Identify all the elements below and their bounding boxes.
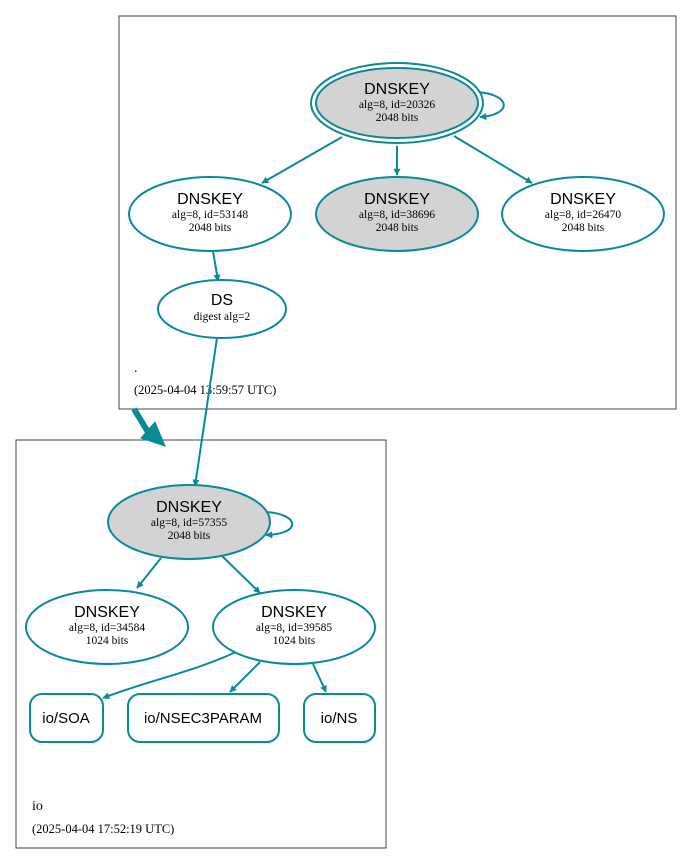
edge-root-ksk-to-53148 — [261, 136, 343, 184]
node-io-nsec3param-label: io/NSEC3PARAM — [144, 710, 262, 727]
node-io-dnskey-39585: DNSKEY alg=8, id=39585 1024 bits — [212, 589, 376, 665]
node-io-dnskey-34584-line1: alg=8, id=34584 — [69, 622, 145, 634]
node-root-ksk-line1: alg=8, id=20326 — [359, 99, 435, 111]
edge-io-ksk-self — [265, 511, 294, 539]
node-root-dnskey-38696-title: DNSKEY — [364, 191, 430, 208]
node-root-ksk-line2: 2048 bits — [376, 112, 419, 124]
node-io-soa-box — [29, 693, 104, 743]
node-root-dnskey-26470: DNSKEY alg=8, id=26470 2048 bits — [501, 176, 665, 252]
node-root-dnskey-53148-ellipse — [128, 176, 292, 252]
node-root-dnskey-26470-ellipse — [501, 176, 665, 252]
node-io-ksk-line2: 2048 bits — [168, 530, 211, 542]
edge-39585-to-soa — [102, 651, 237, 700]
edge-39585-to-nsec3param — [229, 661, 261, 693]
node-root-dnskey-26470-line1: alg=8, id=26470 — [545, 209, 621, 221]
node-io-ds-ellipse — [157, 279, 287, 339]
node-io-ksk-title: DNSKEY — [156, 499, 222, 516]
node-io-ksk: DNSKEY alg=8, id=57355 2048 bits — [107, 484, 271, 560]
edges — [102, 91, 533, 700]
node-io-dnskey-34584-ellipse — [25, 589, 189, 665]
node-io-dnskey-39585-title: DNSKEY — [261, 604, 327, 621]
edge-io-ksk-to-39585 — [221, 555, 261, 594]
node-root-dnskey-38696-line1: alg=8, id=38696 — [359, 209, 435, 221]
edge-zone-delegation-head — [140, 421, 166, 447]
node-root-ksk-ellipse — [315, 67, 479, 139]
node-io-soa: io/SOA — [29, 693, 104, 743]
node-root-dnskey-38696-ellipse — [315, 176, 479, 252]
node-root-dnskey-38696: DNSKEY alg=8, id=38696 2048 bits — [315, 176, 479, 252]
edge-zone-delegation — [131, 407, 151, 434]
node-io-dnskey-34584: DNSKEY alg=8, id=34584 1024 bits — [25, 589, 189, 665]
node-root-ksk-title: DNSKEY — [364, 81, 430, 98]
node-io-ns-box — [303, 693, 376, 743]
node-io-nsec3param-box — [127, 693, 280, 743]
node-io-ksk-ellipse — [107, 484, 271, 560]
node-root-dnskey-53148: DNSKEY alg=8, id=53148 2048 bits — [128, 176, 292, 252]
node-io-ds-title: DS — [211, 292, 233, 309]
node-io-dnskey-39585-ellipse — [212, 589, 376, 665]
zone-root-label: . — [134, 361, 138, 376]
node-io-dnskey-34584-line2: 1024 bits — [86, 635, 129, 647]
node-io-dnskey-34584-title: DNSKEY — [74, 604, 140, 621]
edge-ds-to-io-ksk — [192, 337, 218, 487]
node-io-ns-label: io/NS — [321, 710, 358, 727]
edge-53148-to-ds — [212, 250, 221, 282]
zone-io-label: io — [32, 799, 43, 814]
zone-root-timestamp: (2025-04-04 13:59:57 UTC) — [134, 383, 276, 397]
node-io-dnskey-39585-line2: 1024 bits — [273, 635, 316, 647]
node-root-dnskey-26470-line2: 2048 bits — [562, 222, 605, 234]
node-io-ds-line1: digest alg=2 — [194, 311, 251, 323]
node-io-ns: io/NS — [303, 693, 376, 743]
edge-root-ksk-self — [477, 91, 505, 121]
node-root-dnskey-26470-title: DNSKEY — [550, 191, 616, 208]
node-root-ksk: DNSKEY alg=8, id=20326 2048 bits — [310, 62, 484, 144]
node-io-nsec3param: io/NSEC3PARAM — [127, 693, 280, 743]
node-io-dnskey-39585-line1: alg=8, id=39585 — [256, 622, 332, 634]
node-io-ksk-line1: alg=8, id=57355 — [151, 517, 227, 529]
node-root-dnskey-38696-line2: 2048 bits — [376, 222, 419, 234]
zone-io-timestamp: (2025-04-04 17:52:19 UTC) — [32, 822, 174, 836]
node-root-dnskey-53148-title: DNSKEY — [177, 191, 243, 208]
edge-39585-to-ns — [312, 663, 327, 693]
node-root-dnskey-53148-line2: 2048 bits — [189, 222, 232, 234]
node-io-soa-label: io/SOA — [42, 710, 90, 727]
edge-root-ksk-to-26470 — [453, 135, 533, 184]
node-root-dnskey-53148-line1: alg=8, id=53148 — [172, 209, 248, 221]
node-io-ds: DS digest alg=2 — [157, 279, 287, 339]
edge-io-ksk-to-34584 — [136, 557, 162, 589]
